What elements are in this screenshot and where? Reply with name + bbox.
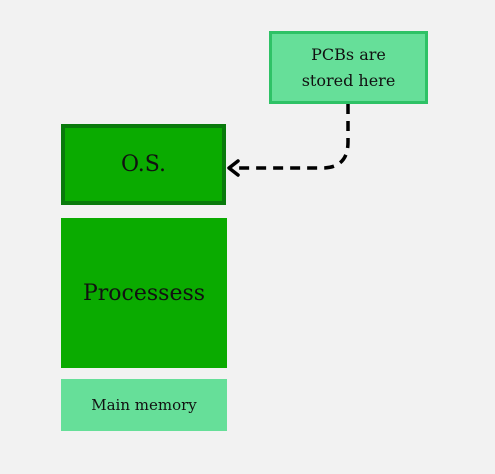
os-label: O.S.: [120, 152, 167, 177]
processes-block: Processess: [61, 218, 227, 368]
dashed-arrow-path: [232, 104, 350, 170]
pcb-note-box: PCBs are stored here: [269, 31, 428, 104]
note-line-2: stored here: [301, 70, 396, 90]
main-memory-label: Main memory: [91, 396, 197, 414]
processes-label: Processess: [82, 280, 206, 306]
arrowhead-icon: [227, 159, 240, 177]
note-line-1: PCBs are: [311, 44, 386, 64]
os-block: O.S.: [61, 124, 226, 205]
main-memory-label-box: Main memory: [61, 379, 227, 431]
